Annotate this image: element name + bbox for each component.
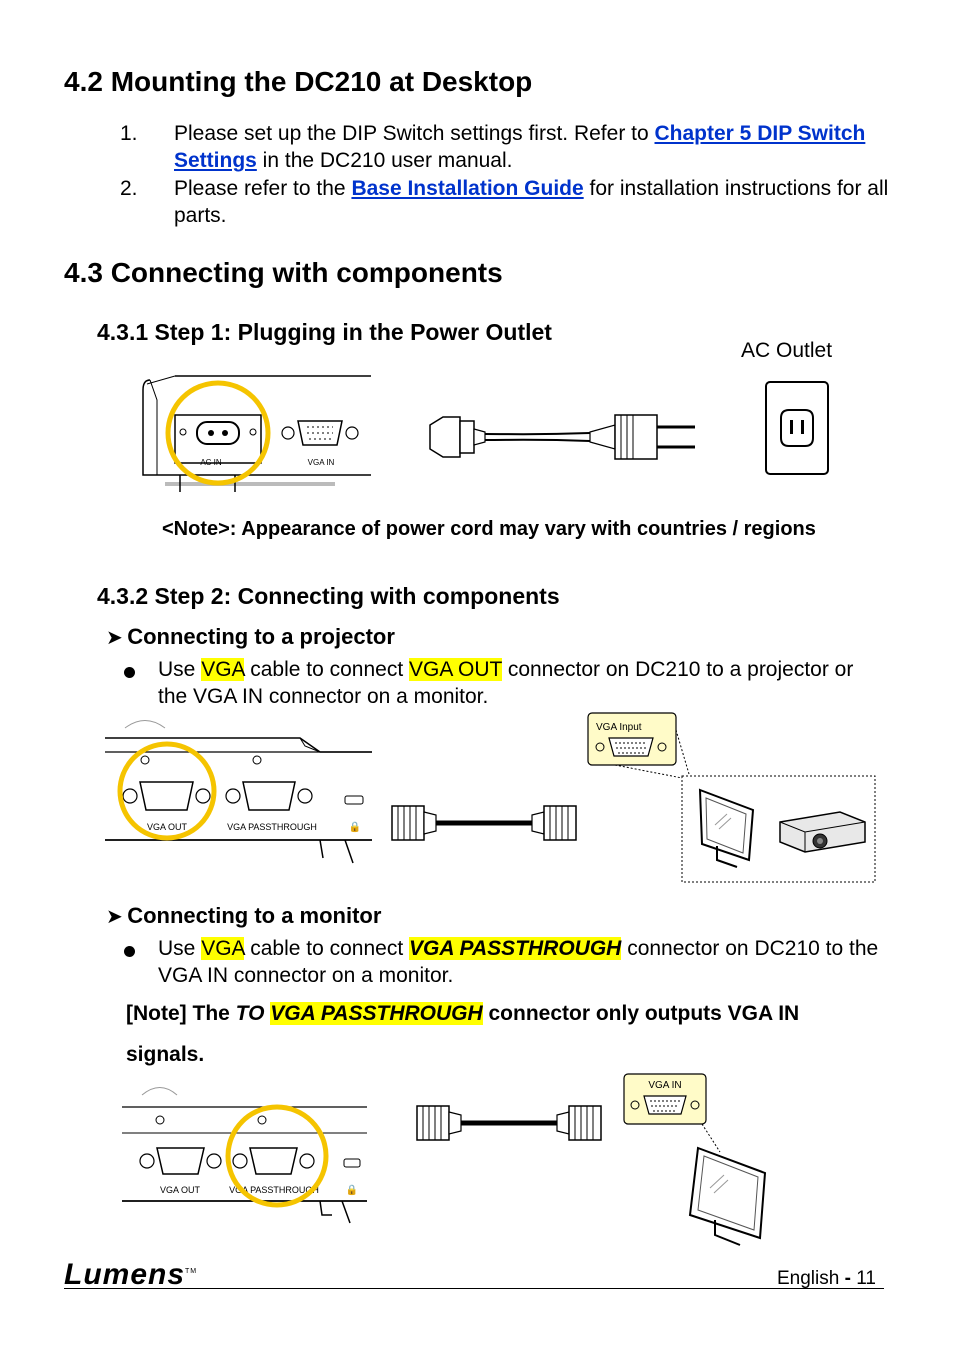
step2-title: 4.3.2 Step 2: Connecting with components	[97, 583, 560, 609]
list-item-1: Please set up the DIP Switch settings fi…	[174, 122, 866, 172]
projector-monitor-figure: VGA Input	[587, 712, 876, 883]
svg-text:VGA OUT: VGA OUT	[147, 822, 188, 832]
power-cord-note: <Note>: Appearance of power cord may var…	[162, 518, 816, 540]
monitor-instruction: Use VGA cable to connect VGA PASSTHROUGH…	[158, 937, 879, 987]
svg-text:AC IN: AC IN	[200, 458, 222, 467]
ac-in-port	[174, 414, 262, 464]
svg-text:VGA IN: VGA IN	[648, 1080, 681, 1091]
passthrough-note: [Note] The TO VGA PASSTHROUGH connector …	[126, 1002, 800, 1066]
lumens-logo: LumensTM	[64, 1258, 198, 1291]
base-installation-guide-link[interactable]: Base Installation Guide	[351, 177, 584, 200]
svg-text:VGA PASSTHROUGH: VGA PASSTHROUGH	[229, 1185, 319, 1195]
svg-text:🔒: 🔒	[349, 821, 361, 833]
page-footer-label: English - 11	[777, 1268, 876, 1289]
svg-text:VGA OUT: VGA OUT	[160, 1185, 201, 1195]
power-cord-icon	[429, 414, 695, 460]
bullet-icon	[124, 667, 135, 678]
monitor-icon	[698, 788, 755, 868]
device-vga-passthrough-panel-figure: 🔒 VGA OUT VGA PASSTHROUGH	[122, 1087, 367, 1224]
section-4-2-title: 4.2 Mounting the DC210 at Desktop	[64, 66, 533, 97]
vga-passthrough-highlight-circle	[225, 1104, 329, 1208]
svg-text:🔒: 🔒	[346, 1184, 358, 1196]
device-vga-out-panel-figure: 🔒 VGA OUT VGA PASSTHROUGH	[105, 720, 372, 864]
chapter-5-link[interactable]: Chapter 5 DIP Switch Settings	[174, 122, 866, 172]
page-number: 11	[856, 1268, 876, 1289]
section-4-3-title: 4.3 Connecting with components	[64, 257, 503, 288]
monitor-icon	[688, 1146, 767, 1246]
projector-instruction: Use VGA cable to connect VGA OUT connect…	[158, 658, 854, 708]
ac-in-highlight-circle	[165, 380, 271, 486]
vga-cable-icon	[416, 1105, 602, 1141]
vga-in-port	[281, 420, 359, 446]
step1-title: 4.3.1 Step 1: Plugging in the Power Outl…	[97, 319, 552, 345]
bullet-icon	[124, 946, 135, 957]
projector-heading: Connecting to a projector	[127, 624, 395, 649]
device-power-panel-figure: AC IN VGA IN	[142, 375, 371, 492]
footer-rule	[64, 1288, 884, 1289]
vga-cable-icon	[391, 805, 577, 841]
svg-text:VGA IN: VGA IN	[308, 458, 335, 467]
ac-outlet-icon	[765, 381, 829, 475]
monitor-figure: VGA IN	[623, 1073, 767, 1246]
monitor-heading: Connecting to a monitor	[127, 903, 382, 928]
vga-out-highlight-circle	[117, 741, 217, 841]
arrow-right-icon: ➤	[106, 627, 123, 649]
svg-text:VGA Input: VGA Input	[596, 722, 642, 733]
list-item-2: Please refer to the Base Installation Gu…	[174, 177, 889, 227]
arrow-right-icon: ➤	[106, 906, 123, 928]
list-item-1-number: 1.	[120, 122, 138, 145]
ac-outlet-label: AC Outlet	[741, 339, 833, 362]
list-item-2-number: 2.	[120, 177, 138, 200]
svg-text:VGA PASSTHROUGH: VGA PASSTHROUGH	[227, 822, 317, 832]
projector-icon	[779, 811, 866, 853]
